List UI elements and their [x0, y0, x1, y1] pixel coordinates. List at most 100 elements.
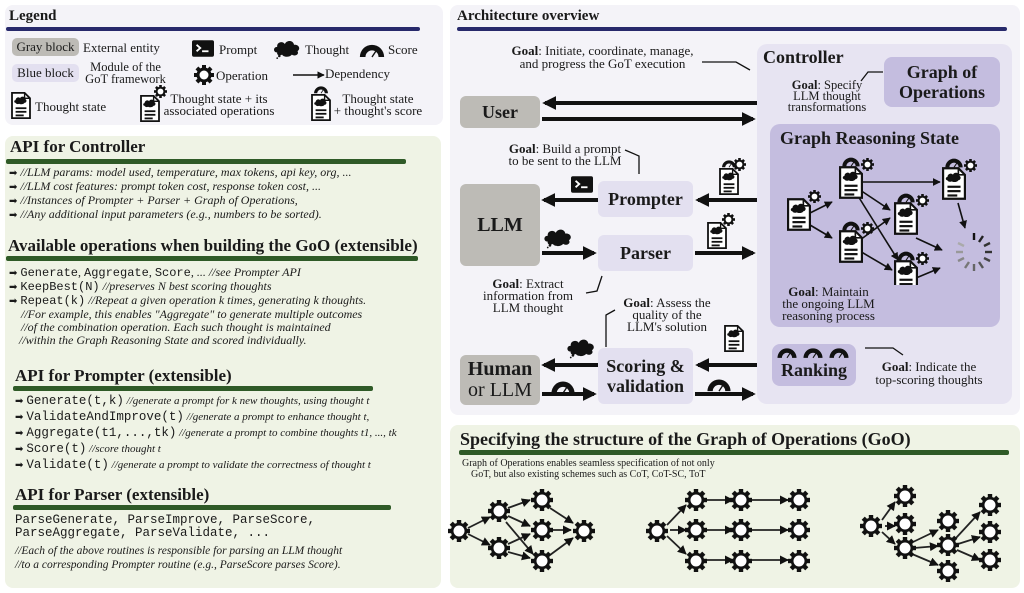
human-label-1: Human [467, 358, 533, 380]
goo-edge [507, 533, 531, 545]
operation-gear-icon [894, 537, 916, 559]
goal-text: the ongoing LLM [782, 296, 875, 311]
architecture-rule [457, 27, 1007, 31]
grs-goal: Goal: Maintain the ongoing LLM reasoning… [775, 284, 882, 323]
controller-api-rule [6, 159, 406, 164]
thought-state-icon [11, 92, 31, 119]
goo-section-title: Specifying the structure of the Graph of… [460, 429, 911, 449]
controller-api-item: //LLM cost features: prompt token cost, … [20, 179, 322, 193]
prompter-comment: //generate a prompt to combine thoughts … [176, 427, 397, 439]
legend-blue-desc-line1: Module of the [90, 60, 161, 74]
operations-list: ➡Generate, Aggregate, Score, ... //see P… [9, 266, 366, 347]
legend-ts-score: Thought state + thought's score [332, 92, 424, 117]
operation-gear-icon [488, 537, 510, 559]
op-continuation: //within the Graph Reasoning State and s… [19, 333, 307, 347]
op-comment: //Repeat a given operation k times, gene… [85, 293, 367, 307]
op-continuation: //of the combination operation. Each suc… [21, 320, 331, 334]
dependency-arrow-icon [293, 71, 325, 79]
goal-text: LLM thought [492, 300, 564, 315]
legend-thought: Thought [305, 42, 350, 57]
parser-goal: Goal: Extract information from LLM thoug… [478, 276, 578, 315]
operation-gear-icon [788, 519, 810, 541]
goo-edge [467, 516, 491, 529]
thought-state-score-gauge-icon [313, 84, 329, 94]
score-gauge-icon [358, 41, 386, 58]
grs-graph [787, 157, 992, 285]
scoring-goal: Goal: Assess the quality of the LLM's so… [612, 295, 722, 333]
goal-word: Goal [623, 295, 651, 310]
goo-edge [507, 551, 531, 561]
operation-gear-icon [860, 515, 882, 537]
prompter-comment: //generate a prompt for k new thoughts, … [123, 395, 370, 407]
goo-edge [666, 535, 687, 555]
score-gauge-icon [704, 376, 734, 392]
operation-gear-icon [488, 500, 510, 522]
goo-goal: Goal: Specify LLM thought transformation… [778, 79, 876, 114]
controller-api-list: ➡//LLM params: model used, temperature, … [9, 166, 351, 222]
operation-gear-icon [979, 549, 1001, 571]
legend-dependency: Dependency [325, 66, 390, 81]
op-sep: , [148, 265, 155, 279]
grs-edge [957, 202, 967, 229]
goo-edge [955, 511, 981, 539]
goal-word: Goal [492, 276, 520, 291]
goo-edge [549, 507, 574, 524]
arrow-bullet-icon: ➡ [9, 168, 18, 179]
legend-score: Score [388, 42, 418, 57]
grs-edge [857, 249, 893, 271]
op-continuation: //For example, this enables "Aggregate" … [21, 307, 363, 321]
legend-thought-state: Thought state [35, 99, 107, 114]
thought-icon [543, 227, 573, 249]
thought-state-score-icon [311, 94, 331, 121]
prompter-api-list: ➡Generate(t,k) //generate a prompt for k… [15, 393, 397, 473]
operation-gear-icon [194, 65, 214, 85]
prompter-method: ValidateAndImprove(t) [26, 410, 184, 424]
legend-prompt: Prompt [219, 42, 258, 57]
operation-gear-icon [894, 485, 916, 507]
grs-edge [857, 195, 899, 261]
goo-edge [957, 535, 981, 545]
llm-block: LLM [460, 184, 540, 266]
thought-icon [566, 337, 596, 359]
arrow-bullet-icon: ➡ [15, 428, 24, 439]
legend-ts-ops: Thought state + its associated operation… [163, 92, 275, 117]
legend-blue-desc: Module of the GoT framework [83, 60, 168, 86]
legend-gray-block: Gray block [12, 38, 79, 56]
prompter-api-rule [13, 386, 373, 391]
operation-gear-icon [937, 510, 959, 532]
operation-gear-icon [685, 519, 707, 541]
legend-title: Legend [9, 8, 57, 24]
thought-state-icon [724, 325, 744, 352]
scoring-label-1: Scoring & [606, 356, 685, 376]
grs-edge [859, 189, 891, 211]
arrow-bullet-icon: ➡ [15, 444, 24, 455]
gear-icon [722, 213, 735, 226]
goal-text: to be sent to the LLM [508, 153, 622, 168]
operation-gear-icon [788, 550, 810, 572]
api-panel [5, 136, 441, 588]
operation-gear-icon [788, 489, 810, 511]
goal-text: top-scoring thoughts [875, 372, 983, 387]
goo-edge [881, 531, 896, 545]
parser-api-rule [13, 505, 391, 510]
operation-gear-icon [531, 550, 553, 572]
operations-title: Available operations when building the G… [8, 236, 418, 255]
legend-rule [6, 27, 420, 31]
grs-edge [859, 217, 891, 241]
goo-desc-line1: Graph of Operations enables seamless spe… [462, 458, 715, 469]
goo-label-1: Graph of [906, 62, 978, 82]
goal-text: reasoning process [782, 308, 875, 323]
goal-text: : Initiate, coordinate, manage, [538, 43, 694, 58]
op-repeat: Repeat(k) [20, 294, 86, 308]
arrow-bullet-icon: ➡ [9, 182, 18, 193]
arrow-bullet-icon: ➡ [15, 412, 24, 423]
op-aggregate: Aggregate [84, 266, 149, 280]
grs-edge [809, 201, 833, 214]
prompter-api-title: API for Prompter (extensible) [15, 366, 232, 385]
grs-title: Graph Reasoning State [780, 128, 960, 148]
ranking-goal-leader [865, 347, 904, 356]
operation-gear-icon [894, 513, 916, 535]
goo-example-graphs [448, 485, 1001, 582]
op-keepbest: KeepBest(N) [20, 280, 100, 294]
goal-text: : Maintain [814, 284, 869, 299]
